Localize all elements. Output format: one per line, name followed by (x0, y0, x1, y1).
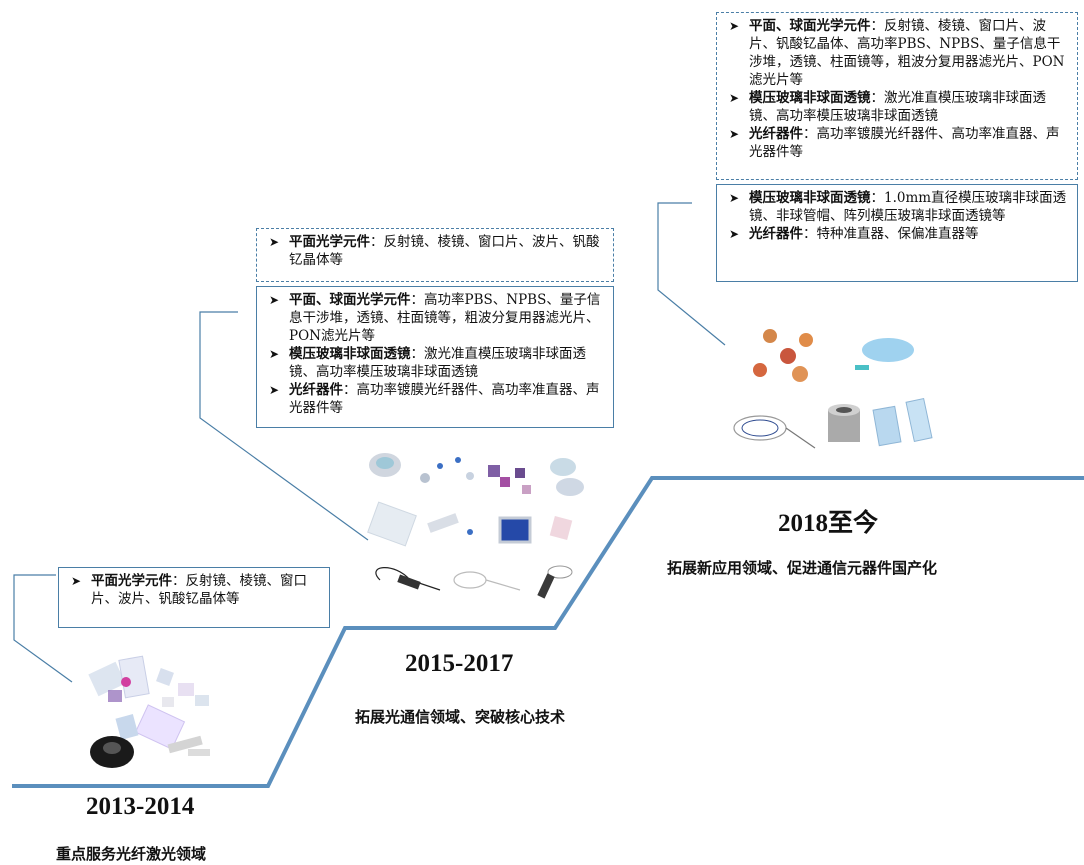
bullet-arrow-icon: ➤ (729, 191, 740, 205)
product-image-2013 (88, 655, 210, 768)
feature-item: ➤平面、球面光学元件：反射镜、棱镜、窗口片、波片、钒酸钇晶体、高功率PBS、NP… (729, 18, 1065, 88)
feature-item: ➤模压玻璃非球面透镜：激光准直模压玻璃非球面透镜、高功率模压玻璃非球面透镜 (729, 90, 1046, 124)
bullet-arrow-icon: ➤ (71, 574, 82, 588)
feature-item: ➤光纤器件：高功率镀膜光纤器件、高功率准直器、声光器件等 (269, 382, 600, 416)
connector-2013 (13, 574, 73, 683)
year-label-2015: 2015-2017 (405, 650, 514, 677)
stage-desc-2015: 拓展光通信领域、突破核心技术 (355, 708, 566, 726)
feature-item: ➤模压玻璃非球面透镜：激光准直模压玻璃非球面透镜、高功率模压玻璃非球面透镜 (269, 346, 586, 380)
feature-item: ➤平面光学元件：反射镜、棱镜、窗口片、波片、钒酸钇晶体等 (71, 573, 307, 607)
feature-item: ➤光纤器件：高功率镀膜光纤器件、高功率准直器、声光器件等 (729, 126, 1060, 160)
bullet-arrow-icon: ➤ (269, 235, 280, 249)
stage-desc-2018: 拓展新应用领域、促进通信元器件国产化 (667, 559, 938, 577)
bullet-arrow-icon: ➤ (729, 127, 740, 141)
product-image-2015 (367, 453, 584, 599)
feature-item: ➤光纤器件：特种准直器、保偏准直器等 (729, 226, 979, 242)
feature-item: ➤平面、球面光学元件：高功率PBS、NPBS、量子信息干涉堆，透镜、柱面镜等，粗… (269, 292, 601, 344)
feature-item: ➤模压玻璃非球面透镜：1.0mm直径模压玻璃非球面透镜、非球管帽、阵列模压玻璃非… (729, 190, 1067, 224)
box-2018-new-products: ➤模压玻璃非球面透镜：1.0mm直径模压玻璃非球面透镜、非球管帽、阵列模压玻璃非… (716, 184, 1078, 282)
bullet-arrow-icon: ➤ (269, 293, 280, 307)
connector-2015 (199, 311, 369, 541)
staircase-timeline (12, 476, 1084, 788)
bullet-arrow-icon: ➤ (729, 227, 740, 241)
bullet-arrow-icon: ➤ (729, 91, 740, 105)
bullet-arrow-icon: ➤ (269, 383, 280, 397)
box-2018-existing-dashed: ➤平面、球面光学元件：反射镜、棱镜、窗口片、波片、钒酸钇晶体、高功率PBS、NP… (716, 12, 1078, 180)
feature-item: ➤平面光学元件：反射镜、棱镜、窗口片、波片、钒酸钇晶体等 (269, 234, 600, 268)
connector-2018 (657, 202, 726, 346)
stage-desc-2013: 重点服务光纤激光领域 (56, 845, 207, 863)
box-2013-planar: ➤平面光学元件：反射镜、棱镜、窗口片、波片、钒酸钇晶体等 (58, 567, 330, 628)
box-2015-planar-dashed: ➤平面光学元件：反射镜、棱镜、窗口片、波片、钒酸钇晶体等 (256, 228, 614, 282)
box-2015-new-products: ➤平面、球面光学元件：高功率PBS、NPBS、量子信息干涉堆，透镜、柱面镜等，粗… (256, 286, 614, 428)
bullet-arrow-icon: ➤ (269, 347, 280, 361)
year-label-2018: 2018至今 (778, 510, 879, 537)
bullet-arrow-icon: ➤ (729, 19, 740, 33)
year-label-2013: 2013-2014 (86, 793, 195, 820)
product-image-2018 (733, 329, 933, 449)
